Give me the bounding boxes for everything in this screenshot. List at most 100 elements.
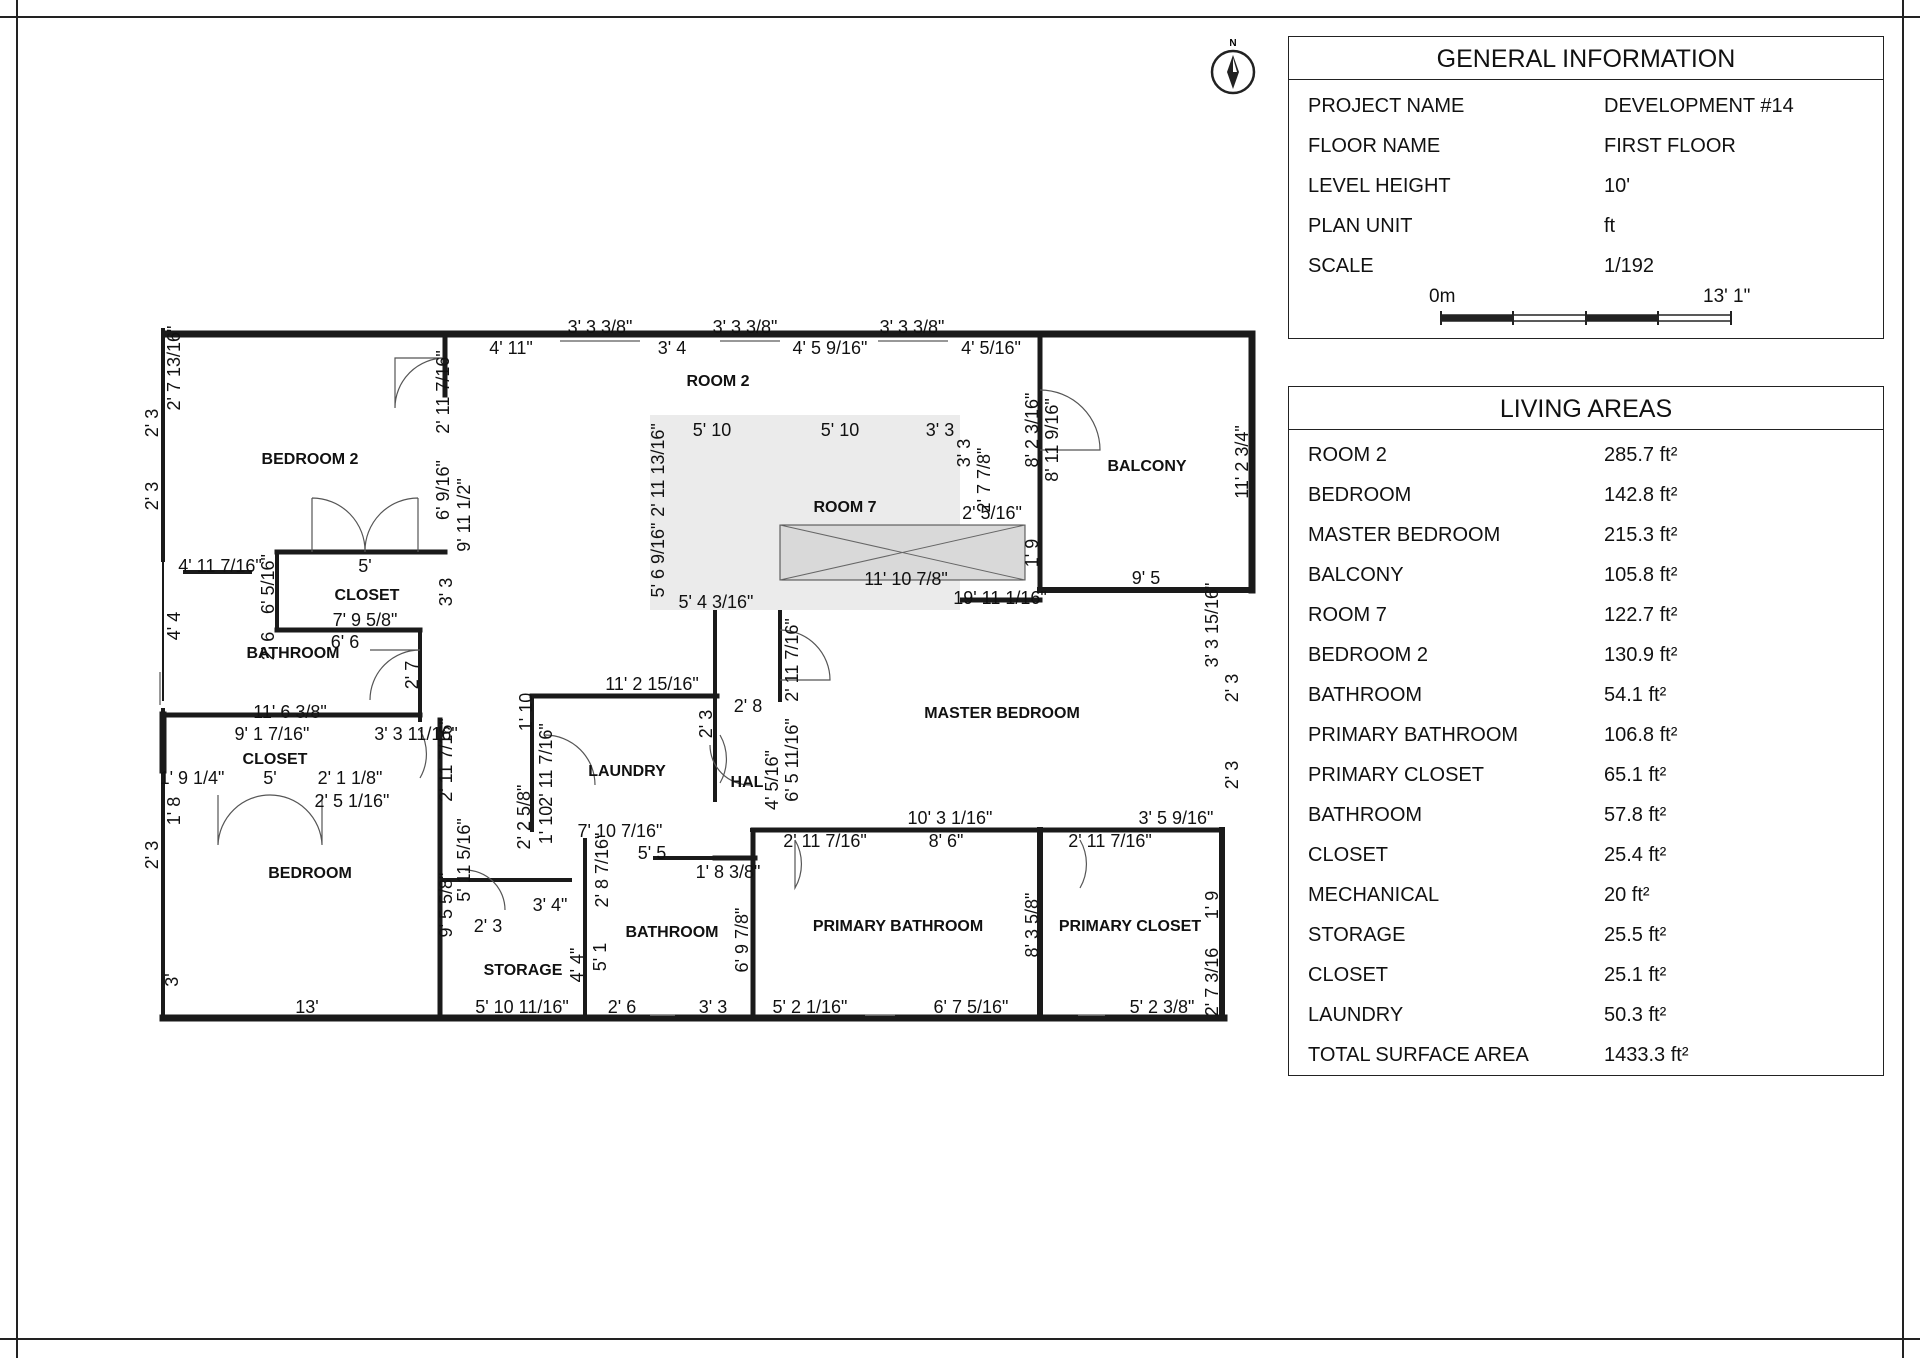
room-label-room-7: ROOM 7 xyxy=(813,499,876,516)
dimension-label: 5' 1 xyxy=(590,943,610,971)
info-label: SCALE xyxy=(1308,255,1374,277)
dimension-label: 3' 3 xyxy=(926,420,954,440)
scale-bar: 0m 13' 1" xyxy=(1289,286,1883,338)
dimension-label: 1' 8 xyxy=(164,797,184,825)
dimension-label: 3' 3 15/16" xyxy=(1202,583,1222,668)
dimension-label: 4' 5/16" xyxy=(961,338,1021,358)
info-row: FLOOR NAME FIRST FLOOR xyxy=(1289,126,1883,166)
room-label-bedroom: BEDROOM xyxy=(268,865,352,882)
area-value: 50.3 ft² xyxy=(1604,1004,1667,1026)
info-label: PROJECT NAME xyxy=(1308,95,1465,117)
info-value: FIRST FLOOR xyxy=(1604,135,1736,157)
living-areas-title: LIVING AREAS xyxy=(1289,387,1883,430)
dimension-label: 7' 9 5/8" xyxy=(333,610,398,630)
room-label-storage: STORAGE xyxy=(484,962,563,979)
dimension-label: 11' 10 7/8" xyxy=(864,569,948,589)
room-labels: ROOM 2 BEDROOM 2 ROOM 7 BALCONY CLOSET B… xyxy=(243,373,1202,979)
dimension-label: 2' 1 1/8" xyxy=(318,768,383,788)
dimension-label: 2' 11 7/16" xyxy=(536,723,556,807)
dimension-label: 2' 11 7/16" xyxy=(436,718,456,802)
sheet-border-left xyxy=(16,0,18,1358)
dimension-label: 1' 9 xyxy=(1202,891,1222,919)
area-value: 25.5 ft² xyxy=(1604,924,1667,946)
dimension-label: 1' 10 xyxy=(516,693,536,731)
area-label: BALCONY xyxy=(1308,564,1404,586)
dimension-label: 10' 3 1/16" xyxy=(908,808,993,828)
dimension-label: 3' 3 3/8" xyxy=(713,317,778,337)
dimension-label: 8' 2 3/16" xyxy=(1022,393,1042,468)
sheet-border-bottom xyxy=(0,1338,1920,1340)
dimension-label: 6' 6 xyxy=(331,632,359,652)
dimension-label: 5' 10 xyxy=(693,420,731,440)
dimension-label: 2' 8 7/16" xyxy=(592,833,612,908)
dimension-label: 1' 9 xyxy=(1022,539,1042,567)
info-value: 10' xyxy=(1604,175,1631,197)
dimension-label: 3' 4 xyxy=(658,338,686,358)
dimension-label: 3' xyxy=(162,973,182,986)
area-row: LAUNDRY 50.3 ft² xyxy=(1289,995,1883,1035)
dimension-label: 5' 2 1/16" xyxy=(773,997,848,1017)
dimension-label: 2' 5 1/16" xyxy=(315,791,390,811)
dimension-label: 1' 9 1/4" xyxy=(160,768,225,788)
dimension-label: 2' 7 xyxy=(402,661,422,689)
dimension-label: 5' 10 xyxy=(821,420,859,440)
dimension-label: 11' 2 3/4" xyxy=(1232,425,1252,499)
dimension-label: 4' 11" xyxy=(489,338,533,358)
room-label-master-bedroom: MASTER BEDROOM xyxy=(924,705,1080,722)
scale-bar-graphic xyxy=(1440,311,1732,325)
dimension-label: 5' 10 11/16" xyxy=(475,997,569,1017)
dimension-label: 2' 5/16" xyxy=(962,503,1022,523)
dimension-label: 9' 1 7/16" xyxy=(235,724,310,744)
dimension-label: 5' 5 xyxy=(638,843,666,863)
room-label-closet-lower: CLOSET xyxy=(243,751,308,768)
info-label: LEVEL HEIGHT xyxy=(1308,175,1451,197)
area-label: PRIMARY BATHROOM xyxy=(1308,724,1519,746)
room-label-mechanical: HAL xyxy=(731,774,764,791)
plan-doors xyxy=(217,357,1101,911)
area-label: MECHANICAL xyxy=(1308,884,1440,906)
info-label: FLOOR NAME xyxy=(1308,135,1441,157)
dimension-label: 6' 9 7/8" xyxy=(732,908,752,973)
dimension-label: 5' 6 9/16" xyxy=(648,523,668,598)
dimension-label: 4' 4" xyxy=(567,948,587,983)
area-value: 142.8 ft² xyxy=(1604,484,1678,506)
dimension-label: 4' 5/16" xyxy=(762,750,782,810)
plan-windows xyxy=(159,340,1105,1016)
dimension-label: 4' 5 9/16" xyxy=(793,338,868,358)
floor-plan: ROOM 2 BEDROOM 2 ROOM 7 BALCONY CLOSET B… xyxy=(142,317,1256,1022)
info-value: 1/192 xyxy=(1604,255,1655,277)
dimension-label: 2' 3 xyxy=(1222,761,1242,789)
dimension-label: 19' 11 1/16" xyxy=(953,588,1047,608)
area-value: 130.9 ft² xyxy=(1604,644,1678,666)
info-value: DEVELOPMENT #14 xyxy=(1604,95,1794,117)
area-label: ROOM 2 xyxy=(1308,444,1387,466)
scale-bar-end-label: 13' 1" xyxy=(1703,286,1751,307)
area-label: BATHROOM xyxy=(1308,804,1423,826)
dimension-label: 3' 3 3/8" xyxy=(880,317,945,337)
dimension-label: 2' 11 7/16" xyxy=(782,618,802,702)
dimension-label: 3' 3 xyxy=(954,439,974,467)
dimension-label: 2' 6 xyxy=(608,997,636,1017)
area-value: 65.1 ft² xyxy=(1604,764,1667,786)
dimension-label: 3' 5 9/16" xyxy=(1139,808,1214,828)
area-label: LAUNDRY xyxy=(1308,1004,1404,1026)
dimension-label: 11' 2 15/16" xyxy=(605,674,699,694)
room-label-bathroom-lower: BATHROOM xyxy=(625,924,718,941)
area-label: CLOSET xyxy=(1308,844,1389,866)
room-label-primary-bathroom: PRIMARY BATHROOM xyxy=(813,918,983,935)
dimension-label: 2' 2 5/8" xyxy=(514,785,534,850)
info-row: LEVEL HEIGHT 10' xyxy=(1289,166,1883,206)
